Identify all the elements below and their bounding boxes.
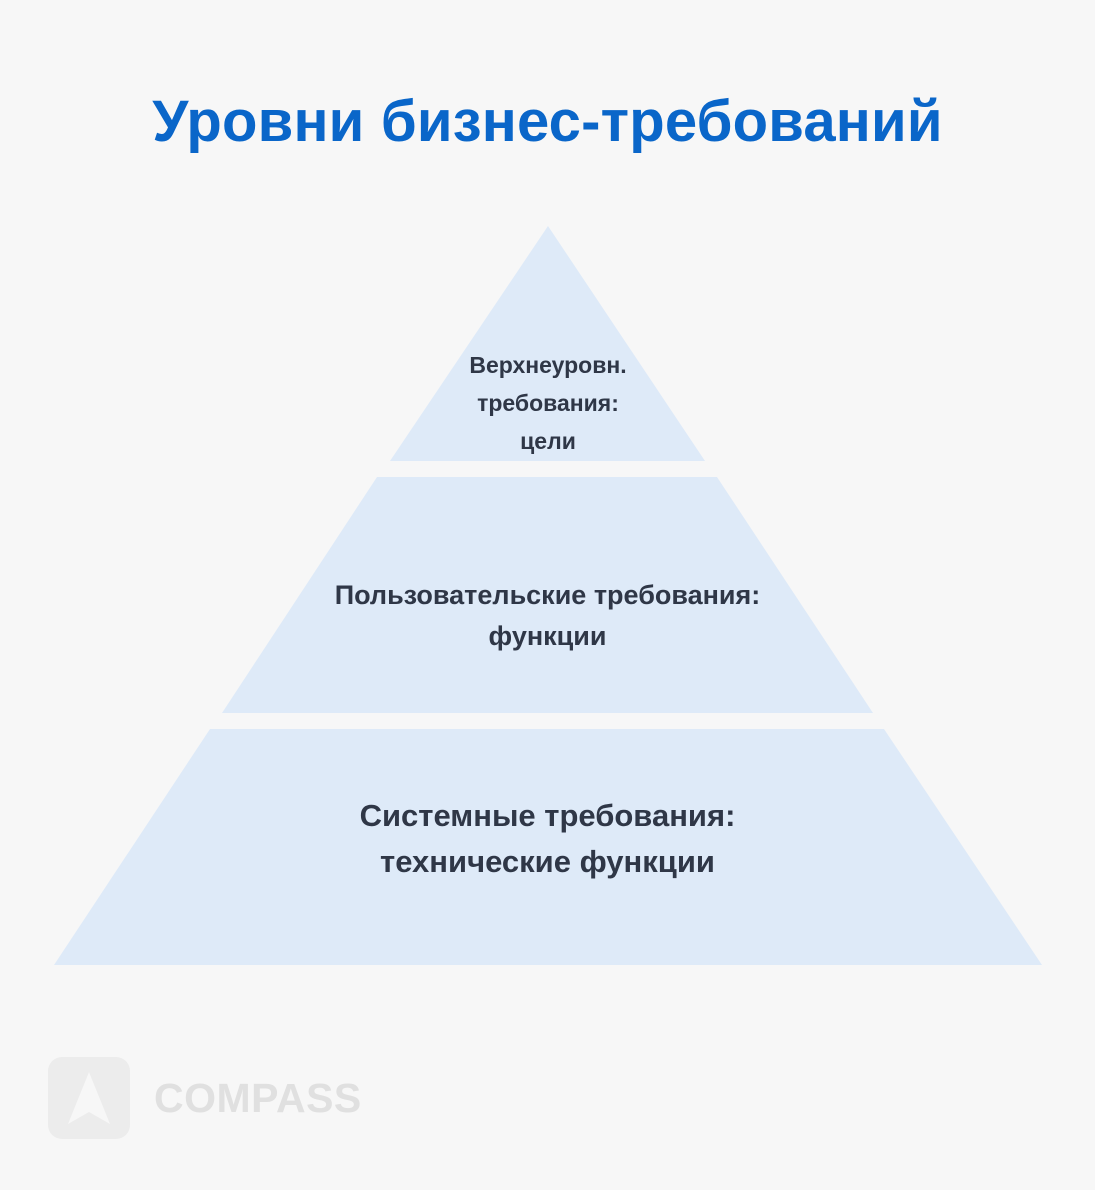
tier-top-line-1: Верхнеуровн. [469, 352, 627, 378]
tier-middle-line-1: Пользовательские требования: [334, 580, 761, 610]
tier-bottom-line-2: технические функции [380, 844, 715, 879]
pyramid-tier-middle-label: Пользовательские требования: функции [240, 575, 855, 657]
tier-top-line-2: требования: [477, 390, 619, 416]
compass-arrow-icon [68, 1072, 110, 1124]
pyramid-tier-middle-shape [222, 477, 873, 713]
compass-logo [48, 1057, 130, 1139]
tier-bottom-line-1: Системные требования: [359, 798, 736, 833]
pyramid-tier-top-shape [390, 226, 705, 461]
tier-middle-line-2: функции [488, 621, 607, 651]
pyramid-tier-bottom-shape [54, 729, 1042, 965]
pyramid-tier-bottom-label: Системные требования: технические функци… [200, 793, 895, 885]
brand-watermark: COMPASS [48, 1057, 362, 1139]
pyramid-tier-top-label: Верхнеуровн. требования: цели [398, 346, 698, 460]
page-title: Уровни бизнес-требований [152, 89, 943, 154]
tier-top-line-3: цели [520, 428, 576, 454]
brand-name: COMPASS [154, 1074, 362, 1121]
